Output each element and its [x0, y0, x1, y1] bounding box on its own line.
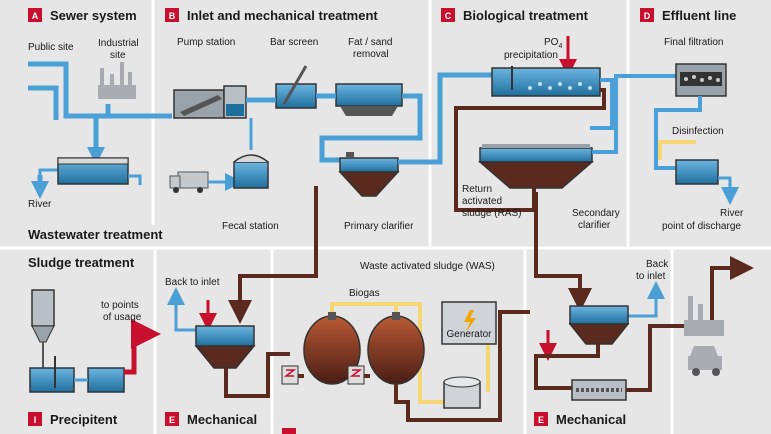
precipitation-label: precipitation: [504, 50, 558, 61]
generator-label: Generator: [446, 329, 492, 340]
section-b-header: B Inlet and mechanical treatment: [165, 8, 378, 23]
precipitent-silo: [31, 289, 55, 343]
truck-icon: [688, 346, 722, 376]
precipitent-tank-1: [29, 367, 75, 393]
disinfection-tank: [675, 159, 719, 185]
svg-text:Sewer system: Sewer system: [50, 8, 137, 23]
wastewater-treatment-heading: Wastewater treatment: [28, 227, 163, 242]
effluent-line-area: Final filtration Disinfection River poin…: [654, 37, 744, 232]
mechanical-thickener-1: Back to inlet: [165, 277, 256, 369]
heat-exchanger-2: [347, 365, 365, 385]
primary-clarifier: [338, 152, 400, 197]
river-label: River: [28, 199, 52, 210]
sludge-treatment-heading: Sludge treatment: [28, 255, 135, 270]
pump-station-label: Pump station: [177, 37, 235, 48]
section-a-header: A Sewer system: [28, 8, 137, 23]
disinfection-label: Disinfection: [672, 126, 724, 137]
svg-text:B: B: [169, 11, 176, 21]
primary-clarifier-label: Primary clarifier: [344, 221, 414, 232]
svg-text:Effluent line: Effluent line: [662, 8, 736, 23]
section-e2-header: E Mechanical: [534, 412, 626, 427]
final-filter: [675, 63, 727, 97]
digester-1: [303, 312, 361, 385]
section-d-header: D Effluent line: [640, 8, 736, 23]
sludge-disposal-area: [684, 256, 754, 376]
svg-text:Mechanical: Mechanical: [187, 412, 257, 427]
back-label: Back: [646, 259, 669, 270]
to-inlet-label: to inlet: [636, 271, 666, 282]
secondary-clarifier: [477, 144, 595, 189]
bar-screen-label: Bar screen: [270, 37, 318, 48]
digestion-area: Biogas Generator: [224, 288, 530, 434]
truck-icon: [169, 171, 209, 193]
to-points-label-2: of usage: [103, 312, 142, 323]
factory-icon: [98, 62, 136, 99]
po4-label: PO4: [544, 37, 562, 50]
final-filtration-label: Final filtration: [664, 37, 723, 48]
industrial-site-label-2: site: [110, 50, 126, 61]
precipitent-area: to points of usage: [29, 289, 161, 393]
fecal-station-label: Fecal station: [222, 221, 279, 232]
gas-holder: [443, 376, 481, 409]
bar-screen: [275, 65, 317, 109]
aeration-tank: [491, 66, 601, 97]
sewer-system-area: Public site Industrial site Ri: [28, 38, 172, 210]
svg-text:Precipitent: Precipitent: [50, 412, 118, 427]
back-to-inlet-label: Back to inlet: [165, 277, 220, 288]
ras-label-3: sludge (RAS): [462, 208, 521, 219]
section-e1-header: E Mechanical: [165, 412, 257, 427]
svg-text:I: I: [34, 415, 37, 425]
public-site-label: Public site: [28, 42, 74, 53]
fat-sand-label-1: Fat / sand: [348, 37, 392, 48]
ras-label-2: activated: [462, 196, 502, 207]
factory-icon: [684, 296, 724, 336]
industrial-site-label-1: Industrial: [98, 38, 139, 49]
svg-text:Biological treatment: Biological treatment: [463, 8, 589, 23]
fat-sand-removal: [335, 83, 403, 116]
biogas-label: Biogas: [349, 288, 380, 299]
svg-text:A: A: [32, 11, 39, 21]
section-i-header: I Precipitent: [28, 412, 118, 427]
secondary-clarifier-label-1: Secondary: [572, 208, 620, 219]
svg-text:Inlet and mechanical treatment: Inlet and mechanical treatment: [187, 8, 378, 23]
pump-station: [173, 85, 247, 119]
digester-2: [367, 312, 425, 385]
section-c-header: C Biological treatment: [441, 8, 589, 23]
overflow-tank: [57, 157, 129, 185]
generator-box: Generator: [441, 301, 497, 345]
svg-text:C: C: [445, 11, 452, 21]
svg-text:E: E: [538, 415, 544, 425]
ras-label-1: Return: [462, 184, 492, 195]
fecal-station: [233, 154, 269, 189]
section-digestion-header: [282, 428, 296, 434]
precipitent-tank-2: [87, 367, 125, 393]
mechanical-dewatering-2: Back to inlet: [534, 259, 700, 401]
biological-treatment-area: PO4 precipitation Return activated sludg…: [454, 36, 676, 231]
river-discharge-label-2: point of discharge: [662, 221, 741, 232]
inlet-mechanical-area: Pump station Bar screen Fat / sand remov…: [169, 37, 492, 232]
river-discharge-label-1: River: [720, 208, 744, 219]
secondary-clarifier-label-2: clarifier: [578, 220, 611, 231]
svg-text:E: E: [169, 415, 175, 425]
svg-text:D: D: [644, 11, 651, 21]
lightning-icon: [464, 310, 476, 332]
was-label: Waste activated sludge (WAS): [360, 261, 495, 272]
svg-text:Mechanical: Mechanical: [556, 412, 626, 427]
heat-exchanger-1: [281, 365, 299, 385]
to-points-label-1: to points: [101, 300, 139, 311]
fat-sand-label-2: removal: [353, 49, 389, 60]
